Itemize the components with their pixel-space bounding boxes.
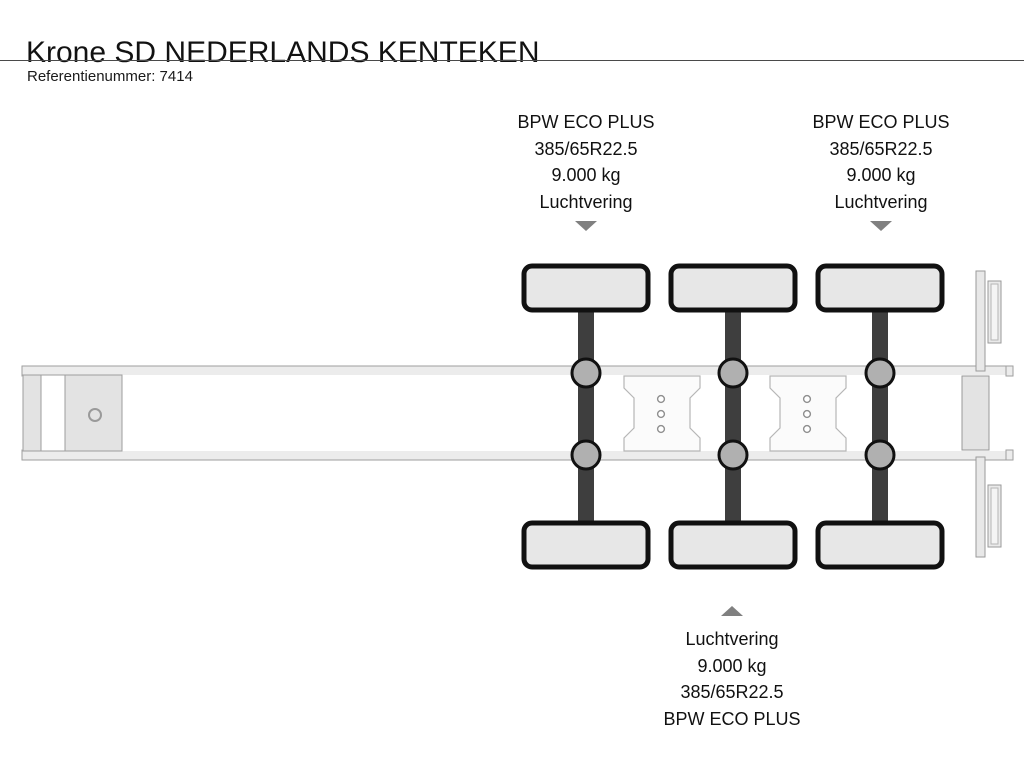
axle-3-brand: BPW ECO PLUS xyxy=(812,112,950,132)
axle-2-suspension: Luchtvering xyxy=(685,629,779,649)
axle-3-annotation: BPW ECO PLUS 385/65R22.5 9.000 kg Luchtv… xyxy=(731,109,1024,215)
axle-3-suspension: Luchtvering xyxy=(834,191,928,212)
axle-3-pointer-arrow-down-icon xyxy=(870,221,892,231)
page-title: Krone SD NEDERLANDS KENTEKEN xyxy=(26,36,540,70)
chassis-frame xyxy=(21,365,1013,461)
axle-1-tire-size: 385/65R22.5 xyxy=(534,138,638,159)
kingpin-plate-group xyxy=(22,374,1012,452)
cross-member-panels xyxy=(623,375,847,452)
axle-3-capacity: 9.000 kg xyxy=(846,165,916,185)
axle-assembly-1 xyxy=(521,263,651,570)
axle-1-brand: BPW ECO PLUS xyxy=(517,112,655,132)
axle-1-capacity: 9.000 kg xyxy=(551,165,621,185)
rear-end-structure xyxy=(961,270,1014,558)
axle-assembly-2 xyxy=(668,263,798,570)
axle-1-pointer-arrow-down-icon xyxy=(575,221,597,231)
axle-2-brand: BPW ECO PLUS xyxy=(663,708,801,729)
axle-2-capacity: 9.000 kg xyxy=(697,655,767,676)
axle-2-tire-size: 385/65R22.5 xyxy=(680,682,784,702)
axle-1-annotation: BPW ECO PLUS 385/65R22.5 9.000 kg Luchtv… xyxy=(436,109,736,215)
axle-2-annotation: Luchtvering 9.000 kg 385/65R22.5 BPW ECO… xyxy=(582,626,882,732)
header-divider xyxy=(0,60,1024,61)
axle-assembly-3 xyxy=(815,263,945,570)
reference-number: Referentienummer: 7414 xyxy=(27,68,193,85)
axle-3-tire-size: 385/65R22.5 xyxy=(829,138,933,159)
axle-1-suspension: Luchtvering xyxy=(539,191,633,212)
axle-2-pointer-arrow-up-icon xyxy=(721,606,743,616)
